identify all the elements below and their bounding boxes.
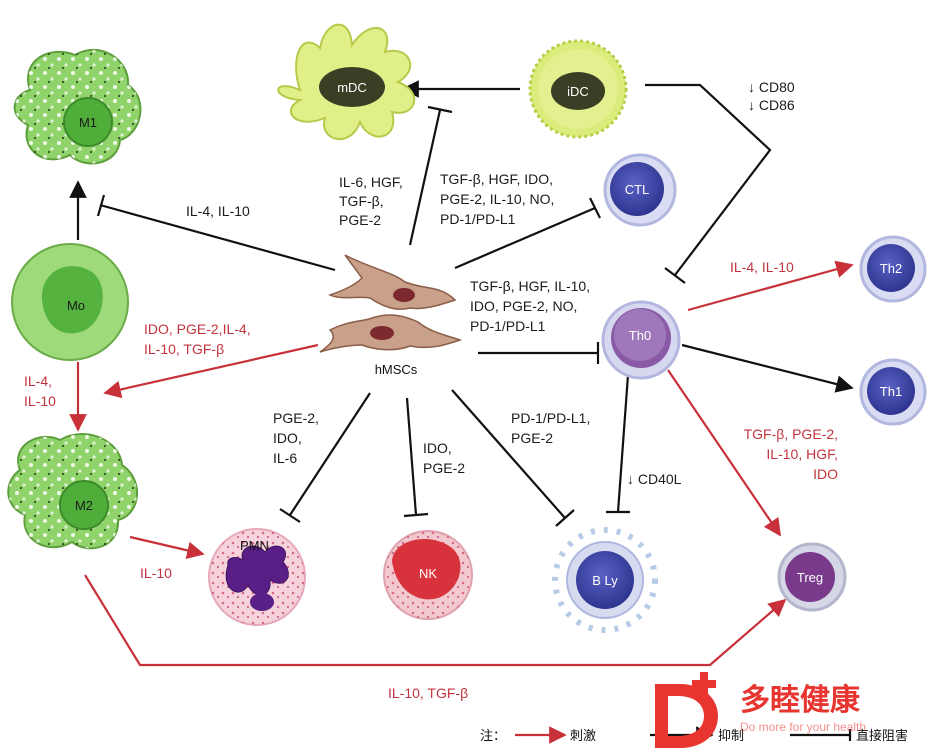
legend-direct-inhibit: 直接阻害: [856, 728, 908, 743]
pmn-cell: PMN: [208, 528, 306, 626]
mdc-factors-3: PGE-2: [339, 212, 381, 228]
treg-cell: Treg: [777, 542, 847, 612]
th2-cell: Th2: [859, 235, 927, 303]
ctl-cell: CTL: [603, 153, 677, 227]
th1-cell: Th1: [859, 358, 927, 426]
treg-factors-1: TGF-β, PGE-2,: [744, 426, 838, 442]
mo-cell: Mo: [11, 243, 129, 361]
cd86-label: ↓ CD86: [748, 97, 795, 113]
legend-stimulate: 刺激: [570, 728, 596, 743]
inhibit-bar-pmn: [279, 508, 301, 523]
inhibit-bar-nk: [403, 512, 429, 518]
mdc-label: mDC: [337, 80, 367, 95]
m1-label: M1: [79, 115, 97, 130]
inhibit-hmscs-bly: [451, 389, 566, 519]
th2-factors: IL-4, IL-10: [730, 259, 794, 275]
m2-factors-1: IDO, PGE-2,IL-4,: [144, 321, 251, 337]
inhibit-hmscs-ctl: [454, 206, 596, 270]
th0-label: Th0: [629, 328, 651, 343]
ctl-factors-3: PD-1/PD-L1: [440, 211, 516, 227]
legend: 注： 刺激 抑制 直接阻害: [480, 726, 908, 744]
mo-m2-factors-2: IL-10: [24, 393, 56, 409]
brand-logo-icon: [655, 684, 718, 748]
m2-pmn-factors: IL-10: [140, 565, 172, 581]
ctl-factors-2: PGE-2, IL-10, NO,: [440, 191, 554, 207]
pmn-factors-2: IDO,: [273, 430, 302, 446]
inhibit-bar-ctl: [589, 197, 601, 219]
m1-cell: M1: [13, 48, 142, 165]
th0-factors-3: PD-1/PD-L1: [470, 318, 546, 334]
pmn-label: PMN: [240, 538, 269, 553]
th0-cell: Th0: [601, 300, 681, 380]
inhibit-bar-mdc: [427, 105, 453, 114]
m2-label: M2: [75, 498, 93, 513]
nk-factors-1: IDO,: [423, 440, 452, 456]
m2-cell: M2: [7, 433, 138, 550]
brand-name: 多睦健康: [740, 683, 861, 717]
ctl-factors-1: TGF-β, HGF, IDO,: [440, 171, 553, 187]
arrow-m2-pmn: [129, 535, 205, 559]
pmn-factors-1: PGE-2,: [273, 410, 319, 426]
m2-factors-2: IL-10, TGF-β: [144, 341, 224, 357]
arrow-hmscs-m2: [103, 343, 319, 399]
treg-factors-2: IL-10, HGF,: [766, 446, 838, 462]
arrow-th0-th2: [687, 260, 854, 312]
bly-label: B Ly: [592, 573, 618, 588]
arrow-th0-th1: [681, 343, 854, 393]
inhibit-bar-bly: [555, 509, 575, 527]
nk-label: NK: [419, 566, 437, 581]
mo-m2-factors-1: IL-4,: [24, 373, 52, 389]
legend-inhibit: 抑制: [718, 728, 744, 743]
treg-label: Treg: [797, 570, 823, 585]
idc-label: iDC: [567, 84, 589, 99]
th2-label: Th2: [880, 261, 902, 276]
mo-label: Mo: [67, 298, 85, 313]
bly-factors-1: PD-1/PD-L1,: [511, 410, 590, 426]
hmscs-cell: hMSCs: [319, 254, 463, 377]
brand-watermark: 多睦健康 Do more for your health: [655, 672, 866, 748]
bly-factors-2: PGE-2: [511, 430, 553, 446]
inhibit-hmscs-m1: [99, 203, 336, 272]
arrow-th0-treg: [667, 369, 781, 537]
pmn-factors-3: IL-6: [273, 450, 297, 466]
inhibit-bar-th0-top: [664, 267, 686, 284]
inhibit-hmscs-mdc: [408, 109, 442, 246]
inhibit-idc-th0: [645, 83, 772, 276]
hmscs-label: hMSCs: [375, 362, 418, 377]
brand-slogan: Do more for your health: [740, 720, 866, 734]
mdc-factors-1: IL-6, HGF,: [339, 174, 403, 190]
inhibit-hmscs-nk: [405, 397, 418, 516]
treg-factors-3: IDO: [813, 466, 838, 482]
m1-factors: IL-4, IL-10: [186, 203, 250, 219]
bly-cell: B Ly: [552, 527, 658, 633]
cd40l-label: ↓ CD40L: [627, 471, 682, 487]
legend-note: 注：: [480, 728, 506, 743]
th0-factors-2: IDO, PGE-2, NO,: [470, 298, 577, 314]
mdc-cell: mDC: [277, 23, 416, 141]
inhibit-bar-m1: [96, 194, 106, 217]
nk-cell: NK: [383, 530, 473, 620]
inhibit-th0-bly: [616, 374, 630, 513]
inhibit-hmscs-pmn: [289, 392, 371, 516]
cd80-label: ↓ CD80: [748, 79, 795, 95]
mdc-factors-2: TGF-β,: [339, 193, 384, 209]
idc-cell: iDC: [528, 39, 628, 139]
ctl-label: CTL: [625, 182, 650, 197]
nk-factors-2: PGE-2: [423, 460, 465, 476]
th0-factors-1: TGF-β, HGF, IL-10,: [470, 278, 590, 294]
th1-label: Th1: [880, 384, 902, 399]
m2-treg-factors: IL-10, TGF-β: [388, 685, 468, 701]
arrow-m2-treg: [84, 574, 787, 667]
